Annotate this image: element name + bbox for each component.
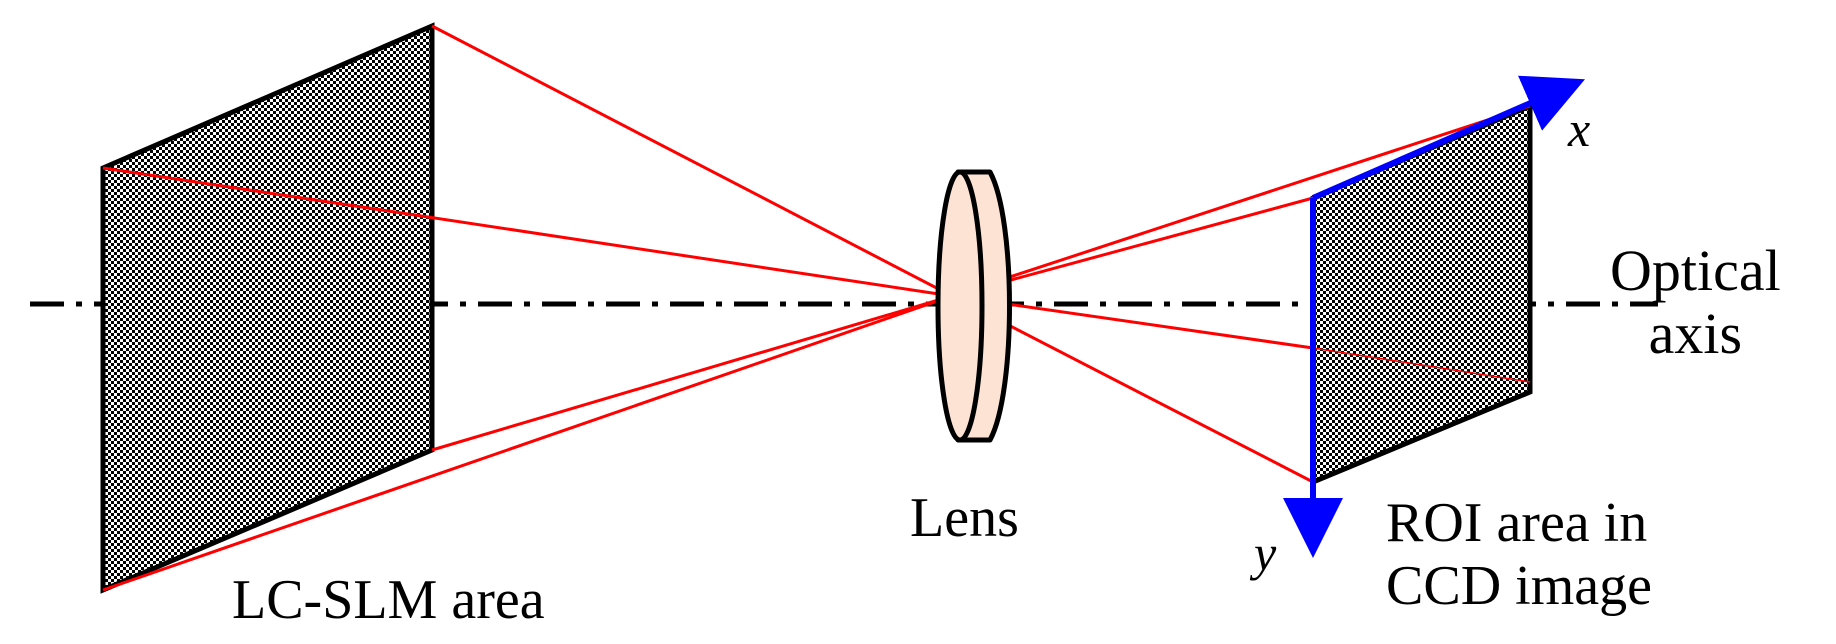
- lens-label: Lens: [910, 487, 1019, 549]
- roi-area-label-line1: ROI area in: [1386, 492, 1648, 554]
- optical-axis-label: Optical axis: [1610, 238, 1781, 366]
- lens: [935, 169, 1012, 443]
- roi-area-label-line2: CCD image: [1386, 554, 1652, 617]
- incident-rays: [102, 24, 953, 592]
- outgoing-rays: [951, 104, 1531, 484]
- roi-plane: [1310, 102, 1533, 486]
- x-axis-label: x: [1568, 101, 1591, 157]
- optical-axis-label-line2: axis: [1648, 300, 1743, 366]
- x-axis-arrow: [1311, 75, 1585, 201]
- y-axis-label: y: [1254, 525, 1277, 581]
- lc-slm-area-label: LC-SLM area: [232, 569, 545, 631]
- lens-face: [935, 169, 985, 443]
- optical-axis-label-line1: Optical: [1610, 238, 1781, 303]
- roi-area-label: ROI area in CCD image: [1386, 492, 1652, 617]
- lc-slm-plane: [100, 22, 435, 594]
